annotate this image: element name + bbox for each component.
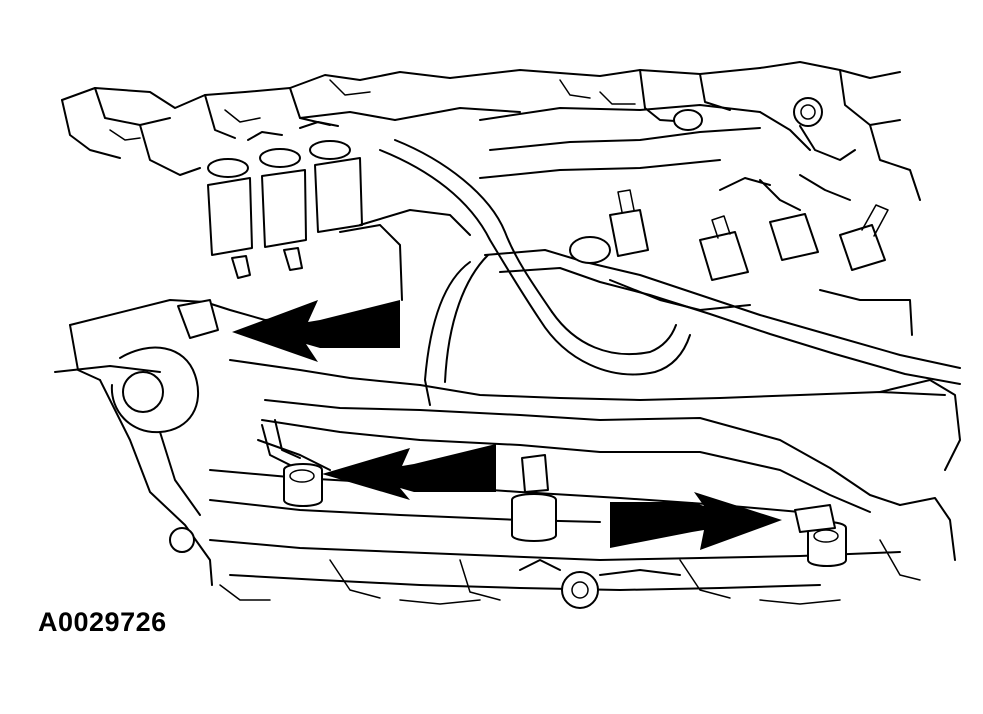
figure-id-label: A0029726 <box>38 607 167 637</box>
lower-manifold <box>54 299 961 609</box>
coil-pack-cluster <box>207 121 471 301</box>
upper-engine-structure <box>61 61 921 201</box>
double-arrow-left-icon <box>322 444 496 500</box>
double-arrow-right-icon <box>610 492 782 550</box>
double-arrow-left-icon <box>232 300 400 362</box>
callout-arrow-lower-right <box>610 492 782 550</box>
callout-arrow-upper-left <box>232 300 400 362</box>
injector-connectors <box>609 174 913 336</box>
tube-harness <box>379 139 961 406</box>
callout-arrow-lower-left <box>322 444 496 500</box>
